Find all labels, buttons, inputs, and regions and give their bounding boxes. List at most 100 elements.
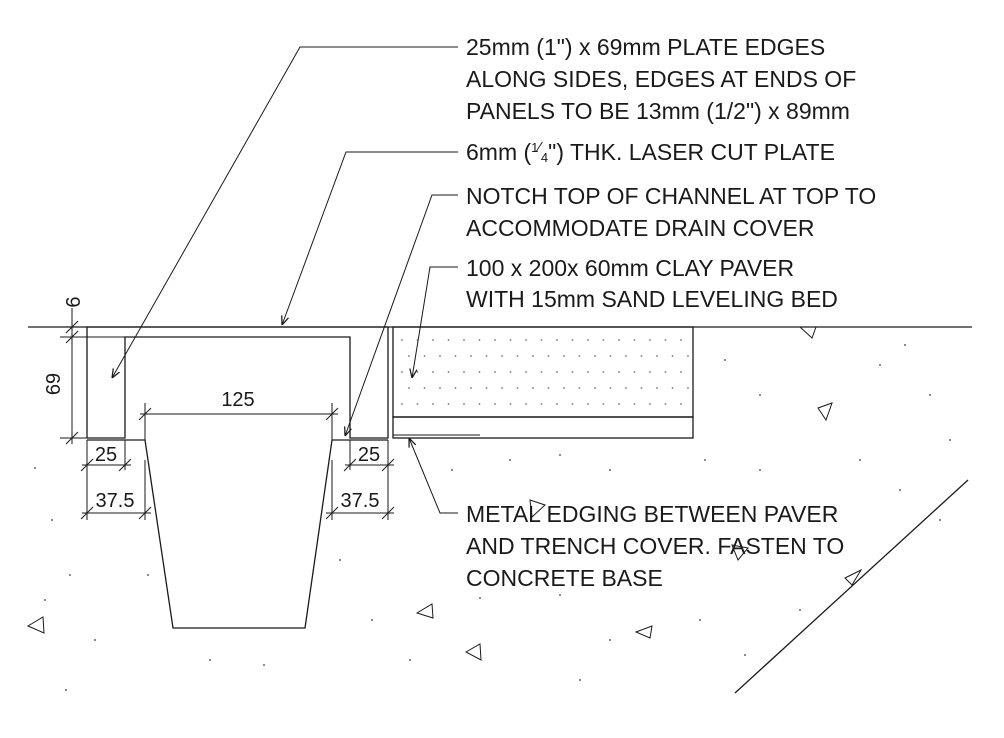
note-plate-edges-line-2: ALONG SIDES, EDGES AT ENDS OF (466, 66, 856, 92)
stipple-dot (680, 339, 682, 341)
stipple-dot (463, 371, 465, 373)
dim-label-right-offset: 37.5 (341, 490, 380, 512)
stipple-dot (578, 387, 581, 389)
stipple-dot (547, 355, 550, 357)
note-edging: METAL EDGING BETWEEN PAVER AND TRENCH CO… (466, 501, 844, 591)
stipple-dot (594, 387, 596, 389)
stipple-dot (609, 387, 612, 389)
stipple-dot (423, 387, 426, 389)
stipple-dot (594, 355, 596, 357)
stipple-dot (416, 371, 419, 373)
leader-plate-edges (112, 46, 458, 378)
stipple-dot (447, 371, 450, 373)
stipple-dot (478, 403, 481, 405)
stipple-dot (609, 355, 612, 357)
stipple-dot (447, 339, 450, 341)
stipple-dot (540, 403, 543, 405)
stipple-dot (618, 403, 620, 405)
dimension-right-edge: 25 (343, 440, 395, 520)
note-notch-line-1: NOTCH TOP OF CHANNEL AT TOP TO (466, 183, 876, 209)
stipple-dot (656, 355, 658, 357)
stipple-dot (649, 339, 651, 341)
stipple-dot (633, 371, 636, 373)
note-edging-line-2: AND TRENCH COVER. FASTEN TO (466, 533, 844, 559)
stipple-dot (454, 387, 457, 389)
stipple-dot (578, 355, 581, 357)
stipple-dot (680, 371, 682, 373)
note-edging-line-1: METAL EDGING BETWEEN PAVER (466, 501, 838, 527)
stipple-dot (494, 339, 496, 341)
dimension-right-offset: 37.5 (325, 460, 395, 520)
stipple-dot (408, 387, 410, 389)
stipple-dot (671, 355, 674, 357)
stipple-dot (602, 403, 605, 405)
stipple-dot (587, 403, 589, 405)
stipple-dot (416, 403, 419, 405)
leader-edging (409, 438, 458, 514)
note-notch: NOTCH TOP OF CHANNEL AT TOP TO ACCOMMODA… (466, 183, 876, 241)
dim-label-plate-thickness: 6 (63, 296, 85, 307)
stipple-dot (633, 339, 636, 341)
stipple-dot (556, 371, 558, 373)
stipple-dot (516, 355, 519, 357)
stipple-dot (640, 355, 643, 357)
stipple-dot (470, 355, 472, 357)
stipple-dot (463, 339, 465, 341)
dim-label-left-offset: 37.5 (96, 490, 135, 512)
stipple-dot (587, 371, 589, 373)
stipple-dot (509, 371, 512, 373)
stipple-dot (602, 339, 605, 341)
stipple-dot (618, 371, 620, 373)
dimension-inner-width: 125 (138, 389, 339, 440)
stipple-dot (516, 387, 519, 389)
stipple-dot (625, 355, 627, 357)
leader-notch (345, 194, 458, 436)
svg-text:6mm (1⁄4") THK. LASER CUT PLAT: 6mm (1⁄4") THK. LASER CUT PLATE (466, 139, 835, 165)
note-laser-plate-before: 6mm ( (466, 139, 532, 165)
note-paver-line-2: WITH 15mm SAND LEVELING BED (466, 286, 838, 312)
stipple-dot (571, 339, 574, 341)
stipple-dot (687, 355, 689, 357)
dimension-left-edge: 25 (80, 440, 132, 520)
stipple-dot (664, 339, 667, 341)
stipple-dot (525, 339, 527, 341)
stipple-dot (540, 339, 543, 341)
stipple-dot (547, 387, 550, 389)
stipple-dot (556, 339, 558, 341)
drain-channel (87, 439, 388, 629)
note-laser-plate-frac-den: 4 (541, 150, 548, 165)
stipple-dot (485, 355, 488, 357)
dim-label-inner-width: 125 (221, 389, 254, 411)
dim-label-edge-height: 69 (43, 373, 65, 395)
stipple-dot (447, 403, 450, 405)
dim-label-right-edge: 25 (358, 444, 380, 466)
dim-label-left-edge: 25 (95, 444, 117, 466)
stipple-dot (649, 403, 651, 405)
stipple-dot (463, 403, 465, 405)
stipple-dot (454, 355, 457, 357)
stipple-dot (664, 371, 667, 373)
leader-laser-plate (282, 151, 458, 325)
stipple-dot (509, 403, 512, 405)
stipple-dot (532, 355, 534, 357)
note-notch-line-2: ACCOMMODATE DRAIN COVER (466, 215, 814, 241)
dimension-plate-thickness: 6 (60, 296, 125, 346)
stipple-dot (618, 339, 620, 341)
stipple-dot (602, 371, 605, 373)
stipple-dot (494, 371, 496, 373)
stipple-dot (671, 387, 674, 389)
stipple-dot (408, 355, 410, 357)
stipple-dot (656, 387, 658, 389)
stipple-dot (625, 387, 627, 389)
note-plate-edges-line-3: PANELS TO BE 13mm (1/2") x 89mm (466, 98, 850, 124)
sand-bed-stipple (401, 339, 689, 405)
stipple-dot (571, 371, 574, 373)
trench-cover-plate (86, 326, 389, 439)
stipple-dot (401, 339, 403, 341)
stipple-dot (401, 371, 403, 373)
stipple-dot (680, 403, 682, 405)
stipple-dot (563, 387, 565, 389)
stipple-dot (525, 371, 527, 373)
stipple-dot (649, 371, 651, 373)
